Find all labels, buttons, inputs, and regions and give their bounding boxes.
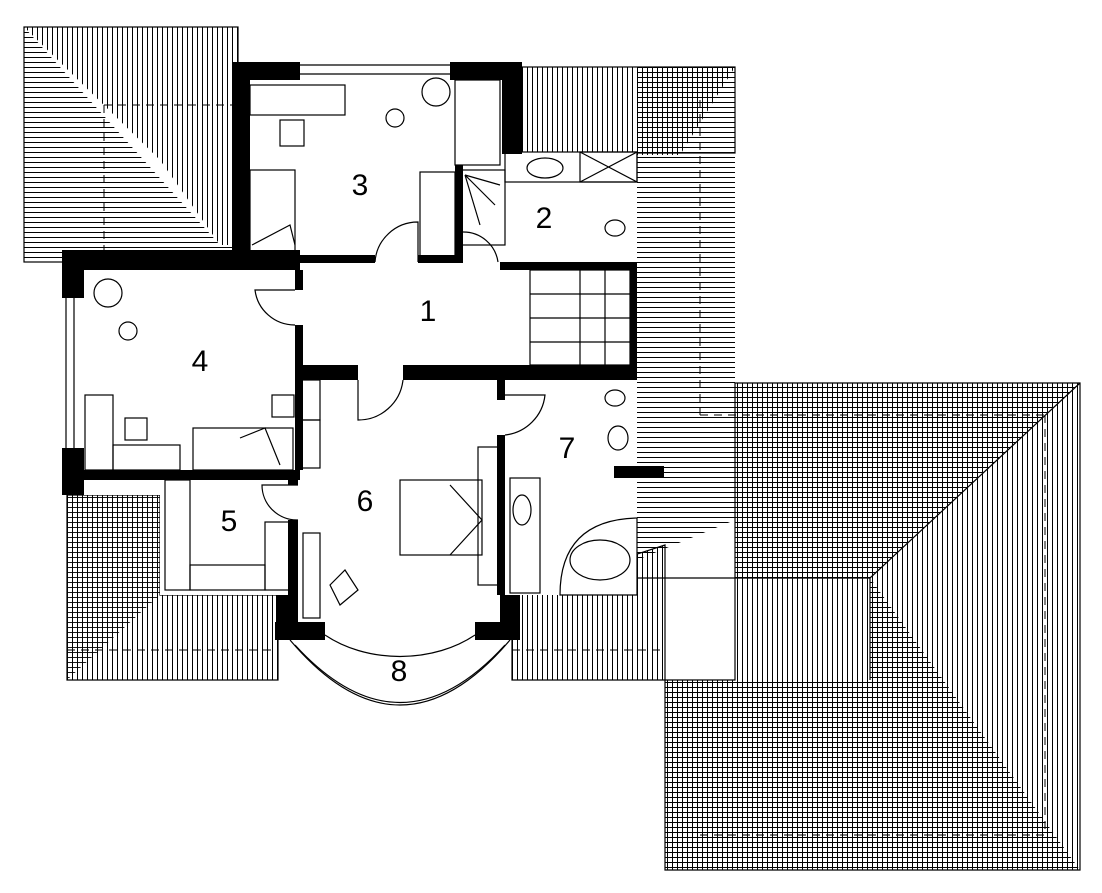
roof-top-right [504,66,736,560]
room-7-label: 7 [559,432,576,465]
roof-right [637,382,1081,871]
room-6-label: 6 [357,485,374,518]
interior [62,62,637,640]
room-1-label: 1 [420,295,437,328]
roof-top-left [23,26,239,263]
room-8-label: 8 [391,655,408,688]
walls [62,62,637,640]
fixtures [65,64,664,706]
room-4-label: 4 [192,345,209,378]
room-3-label: 3 [352,169,369,202]
room-labels: 1 2 3 4 5 6 7 8 [192,169,576,688]
room-2-label: 2 [536,202,553,235]
room-5-label: 5 [221,505,238,538]
